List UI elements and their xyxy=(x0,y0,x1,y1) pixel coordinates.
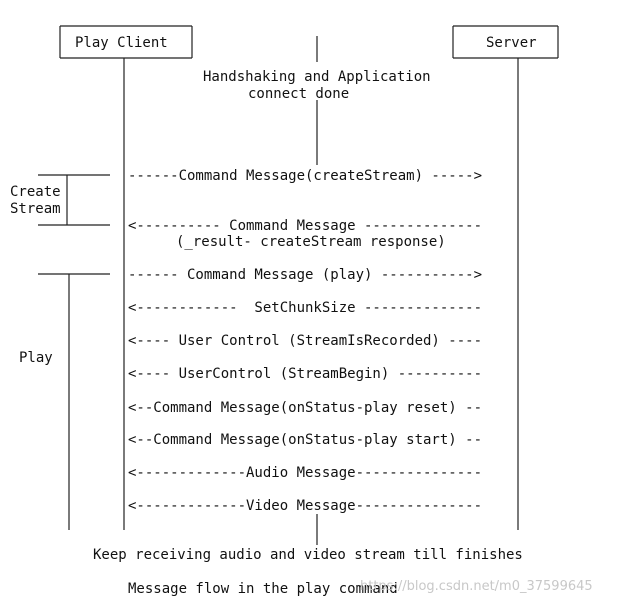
handshake-note-line-1: Handshaking and Application xyxy=(203,69,431,85)
message-stream-begin: <---- UserControl (StreamBegin) --------… xyxy=(128,366,482,382)
create-stream-label-2: Stream xyxy=(10,201,61,217)
play-label: Play xyxy=(19,350,53,366)
play-bracket xyxy=(38,273,110,530)
client-label: Play Client xyxy=(75,35,168,51)
message-onstatus-play-start: <--Command Message(onStatus-play start) … xyxy=(128,432,482,448)
server-box: Server xyxy=(452,25,559,59)
message-onstatus-play-reset: <--Command Message(onStatus-play reset) … xyxy=(128,400,482,416)
message-result-detail: (_result- createStream response) xyxy=(176,234,446,250)
message-video: <-------------Video Message-------------… xyxy=(128,498,482,514)
footer-note: Keep receiving audio and video stream ti… xyxy=(93,547,523,563)
message-set-chunk-size: <------------ SetChunkSize -------------… xyxy=(128,300,482,316)
watermark-text: https://blog.csdn.net/m0_37599645 xyxy=(360,579,593,594)
message-stream-is-recorded: <---- User Control (StreamIsRecorded) --… xyxy=(128,333,482,349)
create-stream-label-1: Create xyxy=(10,184,61,200)
client-box: Play Client xyxy=(59,25,193,59)
server-label: Server xyxy=(486,35,537,51)
figure-caption: Message flow in the play command xyxy=(128,581,398,597)
message-create-stream: ------Command Message(createStream) ----… xyxy=(128,168,482,184)
handshake-note-line-2: connect done xyxy=(248,86,349,102)
message-result-command: <---------- Command Message ------------… xyxy=(128,218,482,234)
create-stream-bracket xyxy=(38,174,110,226)
message-audio: <-------------Audio Message-------------… xyxy=(128,465,482,481)
message-play-command: ------ Command Message (play) ----------… xyxy=(128,267,482,283)
